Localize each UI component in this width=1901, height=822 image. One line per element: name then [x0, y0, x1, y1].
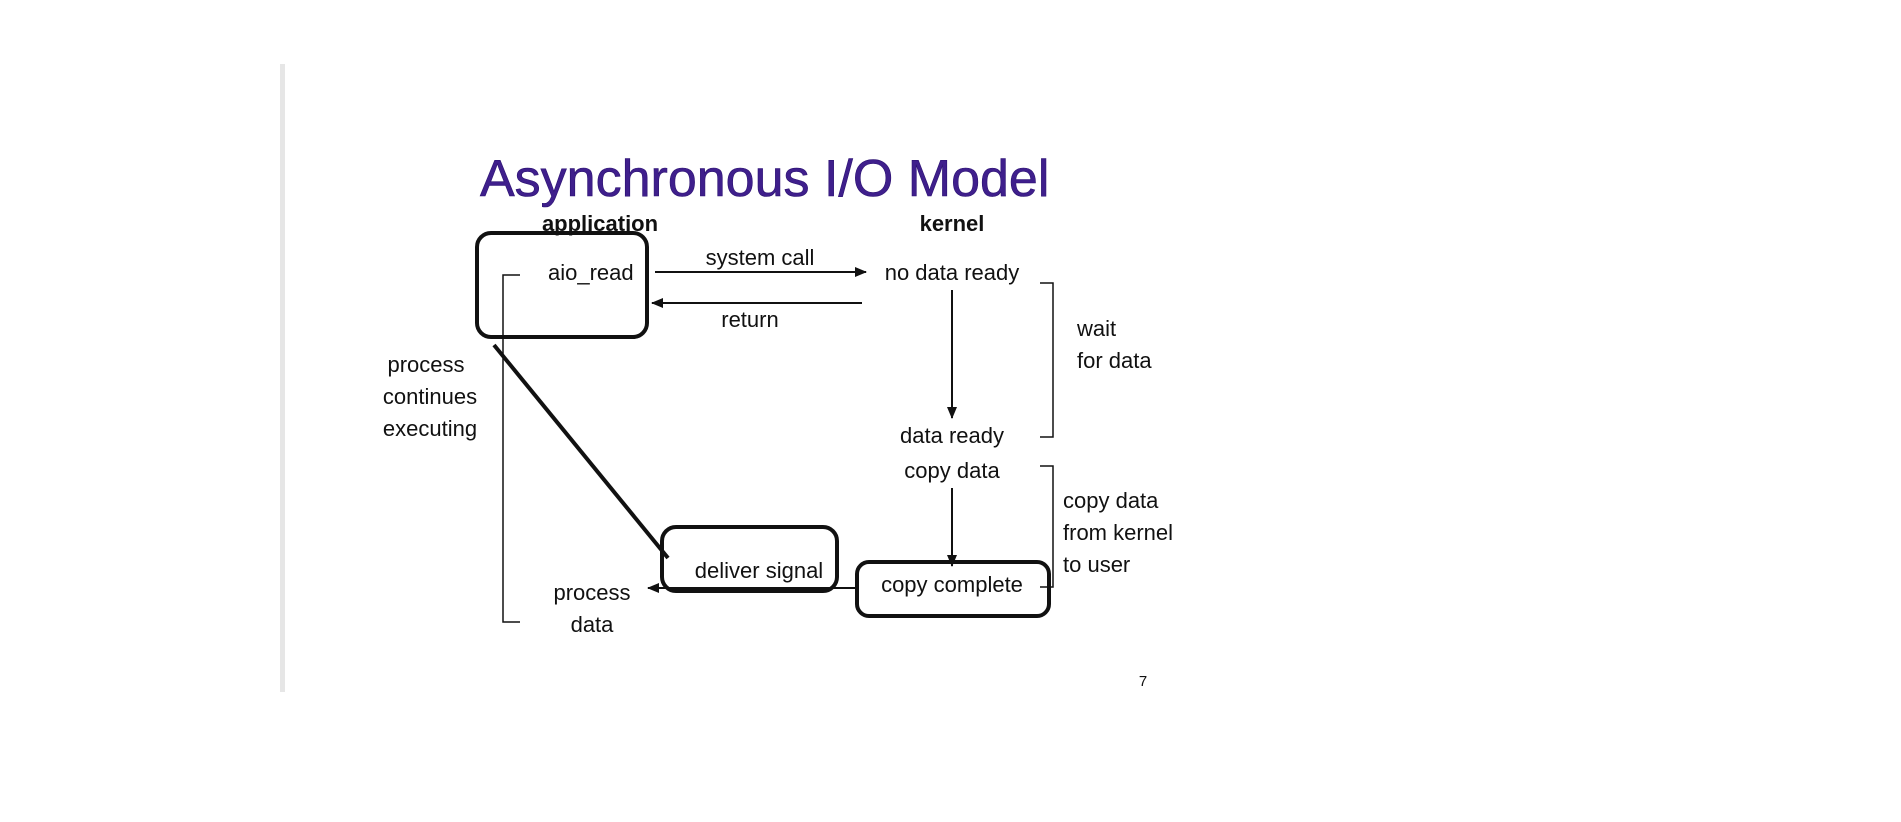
return-label: return: [721, 307, 778, 332]
no-data-ready-label: no data ready: [885, 260, 1020, 285]
aio-read-label: aio_read: [548, 260, 634, 285]
process-data-line-2: data: [571, 612, 615, 637]
page-title: Asynchronous I/O Model: [480, 150, 1049, 208]
process-continues-line-2: continues: [383, 384, 477, 409]
wait-label-line-2: for data: [1077, 348, 1152, 373]
page-number: 7: [1139, 673, 1147, 690]
wait-bracket: [1040, 282, 1054, 438]
copy-bracket: [1040, 465, 1054, 588]
process-continues-line-1: process: [387, 352, 464, 377]
process-continues-bracket: [502, 274, 520, 623]
copy-data-label: copy data: [904, 458, 1000, 483]
copy-complete-label: copy complete: [881, 572, 1023, 597]
aio-read-highlight-box: [475, 231, 649, 339]
signal-line: [492, 343, 670, 560]
deliver-signal-box: [660, 525, 839, 593]
slide-edge: [280, 64, 285, 692]
process-data-line-1: process: [553, 580, 630, 605]
wait-label-line-1: wait: [1076, 316, 1116, 341]
copy-label-line-1: copy data: [1063, 488, 1159, 513]
data-ready-label: data ready: [900, 423, 1004, 448]
copy-label-line-3: to user: [1063, 552, 1130, 577]
kernel-column-header: kernel: [920, 211, 985, 236]
deliver-signal-label: deliver signal: [695, 558, 823, 583]
system-call-label: system call: [706, 245, 815, 270]
process-continues-line-3: executing: [383, 416, 477, 441]
copy-label-line-2: from kernel: [1063, 520, 1173, 545]
